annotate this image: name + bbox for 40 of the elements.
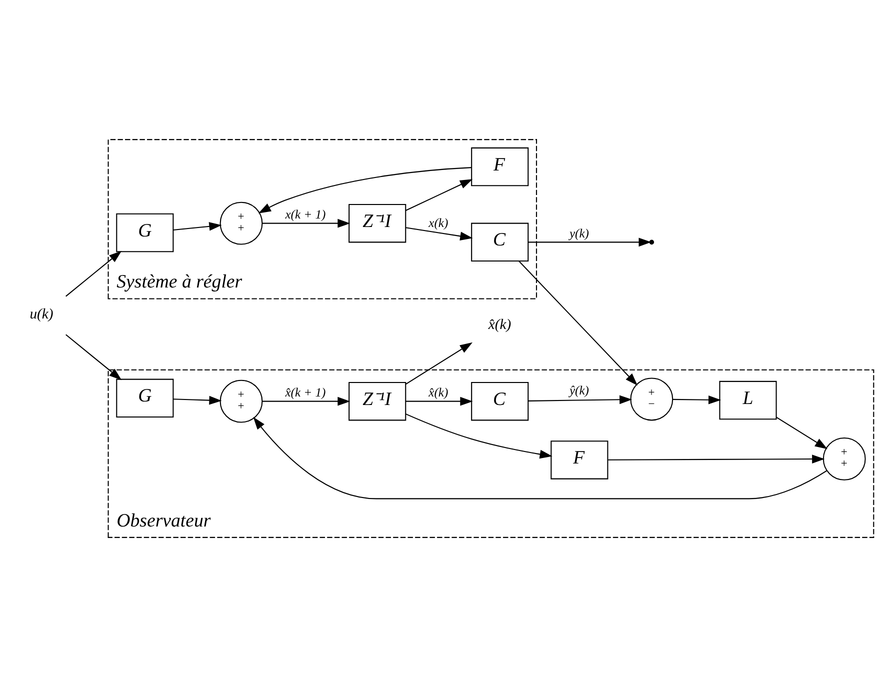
node-box: F (471, 147, 529, 186)
edge-label: ŷ(k) (569, 384, 589, 398)
node-circle: + + (822, 437, 866, 480)
arrow (518, 260, 638, 386)
node-box: G (116, 213, 174, 252)
arrow (258, 167, 472, 214)
node-box: G (116, 378, 174, 418)
arrow (608, 454, 825, 464)
arrow (406, 227, 473, 240)
node-text: u(k) (30, 306, 54, 322)
arrow (672, 395, 722, 404)
arrow (173, 396, 222, 405)
arrow (253, 417, 828, 500)
arrow (406, 179, 473, 211)
edge-label: x̂(k) (428, 386, 448, 400)
node-box: C (471, 222, 529, 262)
node-box: Z⁻¹I (348, 204, 406, 243)
node-circle: + − (630, 378, 674, 421)
arrow (262, 396, 350, 406)
edge-label: x(k) (428, 216, 448, 230)
node-circle: + + (220, 202, 263, 245)
arrow (262, 218, 350, 228)
arrow (66, 250, 122, 297)
node-box: F (550, 440, 608, 480)
edge-label: y(k) (569, 226, 589, 241)
arrow (173, 222, 222, 231)
arrow (528, 395, 632, 404)
arrow (405, 342, 473, 385)
node-box: Z⁻¹I (348, 382, 406, 421)
arrow (528, 238, 652, 247)
node-circle: + + (220, 380, 263, 423)
arrow (405, 413, 552, 459)
node-text: x̂(k) (488, 316, 512, 333)
arrow (776, 416, 828, 450)
node-box: C (471, 382, 529, 421)
edge-label: x̂(k + 1) (285, 386, 326, 400)
node-box: L (719, 380, 777, 420)
arrow (66, 334, 122, 380)
arrow (406, 396, 473, 406)
edge-label: x(k + 1) (285, 208, 326, 222)
